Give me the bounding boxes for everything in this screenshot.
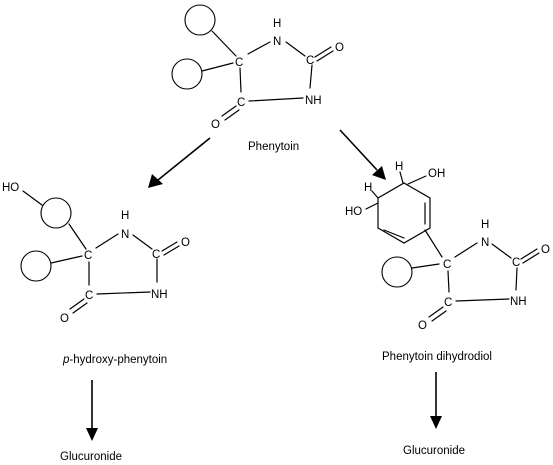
glucuronide-right-label: Glucuronide [403,445,465,457]
phenytoin-structure: C H N C O NH C O Phenytoin [171,4,344,153]
atom-c2: C [306,55,314,67]
bond-c2-o-b [163,245,180,256]
bond-ring-lower-c5 [50,255,83,264]
bond-c4-o-b [431,310,447,322]
arrow-down-icon [86,380,98,441]
atom-o4: O [211,119,220,131]
atom-n1: N [121,229,129,241]
bond-ring-upper-c5 [68,223,87,250]
bond-c2-o-a [161,241,178,252]
bond-n1-c2 [491,243,512,259]
arrow-down-left-icon [148,137,211,188]
atom-ho: HO [2,182,19,194]
bond-c4-o-a [428,306,444,318]
atom-c5: C [235,57,243,69]
atom-n3: NH [305,95,322,107]
atom-h1: H [121,210,129,222]
atom-n3: NH [151,289,168,301]
atom-c2: C [152,249,160,261]
bond-c4-c5 [447,270,450,293]
phenytoin-label: Phenytoin [248,141,299,153]
atom-c4: C [444,297,452,309]
bond-c5-n1 [454,242,478,258]
atom-h1: H [273,18,281,30]
atom-h1: H [481,219,489,231]
bond-phenyl-c5 [411,263,440,269]
arrow-down-icon [430,372,442,429]
hydroxy-phenytoin-label: p-hydroxy-phenytoin [62,354,167,366]
bond-diolring-c5 [424,229,443,258]
atom-c5: C [443,259,451,271]
atom-c5: C [84,250,92,262]
bond-c2-o-b [316,50,334,62]
diol-ring [377,182,431,244]
phenyl-ring-lower [171,58,203,90]
bond-n3-c4 [96,291,151,295]
bond-n1-c2 [285,41,306,57]
bond-cleft-h [371,190,379,199]
atom-o2: O [335,42,344,54]
hydroxyphenyl-ring [40,197,72,229]
bond-c2-n3 [515,267,518,291]
atom-h-top: H [395,161,403,173]
atom-n1: N [273,36,281,48]
atom-n3: NH [510,296,527,308]
phenyl-ring [20,250,52,282]
bond-n3-c4 [455,298,510,302]
atom-o4: O [418,320,427,332]
bond-c4-c5 [239,67,242,93]
atom-h-mid: H [364,182,372,194]
diol-ring-double-left [383,229,405,239]
atom-o2: O [541,244,550,256]
bond-ctop-oh [407,175,427,185]
bond-n1-c2 [132,234,153,250]
atom-c4: C [85,290,93,302]
dihydrodiol-label: Phenytoin dihydrodiol [382,351,492,363]
bond-c2-o-a [314,46,332,58]
arrow-down-right-icon [339,129,386,180]
bond-c5-n1 [247,41,271,55]
hydroxy-phenytoin-structure: HO C H N C O NH C O p-hydroxy-phenytoin [2,182,190,366]
glucuronide-left-label: Glucuronide [60,451,122,463]
atom-n1: N [481,237,489,249]
phenyl-ring-upper [184,4,216,36]
bond-c2-o-b [522,252,540,264]
atom-c4: C [237,97,245,109]
bond-c4-o-a [221,105,237,117]
bond-ho-ring [22,190,43,206]
atom-o4: O [60,313,69,325]
atom-o2: O [181,237,190,249]
bond-n3-c4 [248,97,304,102]
bond-cleft-ho [365,202,379,210]
atom-c2: C [512,257,520,269]
phenyl-ring [381,256,413,288]
dihydrodiol-structure: H OH H HO C H N C O NH C O Phenytoin dih… [345,161,550,363]
bond-ring-upper-c5 [211,30,237,57]
bond-ctop-h [399,171,404,184]
bond-ring-lower-c5 [201,62,234,72]
bond-c5-n1 [95,233,119,249]
atom-oh-top: OH [428,168,445,180]
bond-c2-o-a [520,248,538,260]
atom-ho-left: HO [345,206,362,218]
bond-c4-o-b [224,109,240,121]
bond-c4-o-b [72,302,88,314]
bond-c2-n3 [309,64,313,89]
bond-c4-o-a [69,298,85,310]
